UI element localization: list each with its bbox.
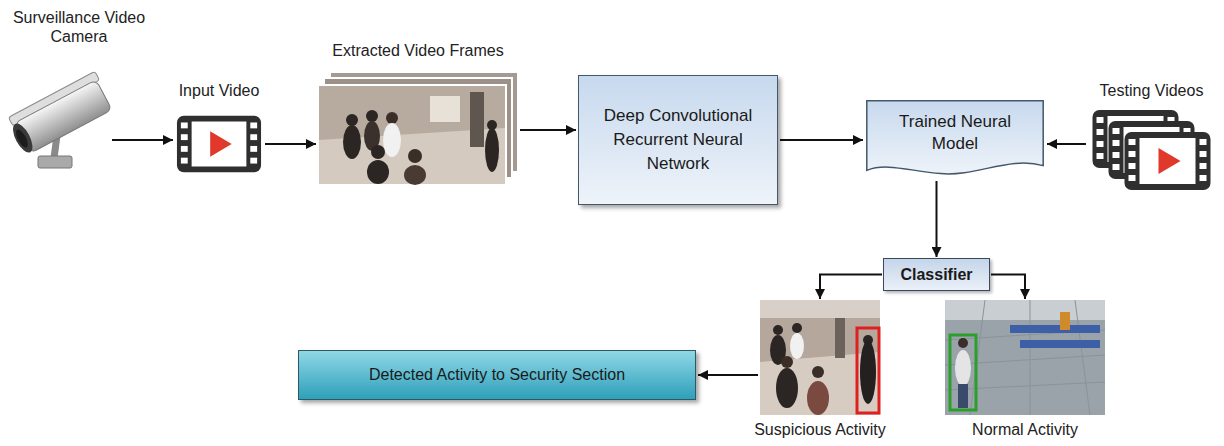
suspicious-scene-picture <box>860 340 876 404</box>
frames-picture <box>367 160 389 184</box>
camera-picture <box>9 121 36 156</box>
suspicious-scene-picture <box>812 366 824 378</box>
suspicious-scene-picture <box>781 356 793 368</box>
frames-picture <box>386 112 398 124</box>
testing-videos-picture <box>1125 132 1211 190</box>
process-box: Deep Convolutional Recurrent Neural Netw… <box>578 75 778 205</box>
node-label: Surveillance Video Camera <box>4 8 154 46</box>
normal-scene-picture <box>945 300 1105 415</box>
normal-scene-picture <box>945 300 1105 320</box>
flow-arrow <box>698 374 758 376</box>
video-stack-node: Testing Videos <box>1088 108 1215 192</box>
suspicious-scene-picture <box>776 368 798 408</box>
frames-picture <box>366 110 378 122</box>
frames-picture <box>371 145 385 159</box>
flow-arrow <box>936 181 938 257</box>
camera-picture <box>5 71 115 168</box>
classifier-box: Classifier <box>883 258 990 291</box>
video-icon-picture <box>177 116 261 173</box>
frames-picture <box>346 114 358 126</box>
frames-picture <box>404 165 426 185</box>
suspicious-scene-picture <box>792 323 802 333</box>
suspicious-scene-picture <box>807 381 829 415</box>
testing-videos-picture <box>1093 110 1211 190</box>
flow-arrow <box>112 139 173 141</box>
normal-scene-picture <box>955 350 971 386</box>
normal-scene-picture <box>1020 340 1100 348</box>
frames-picture <box>430 96 460 122</box>
node-label: Suspicious Activity <box>754 420 886 439</box>
suspicious-scene-picture <box>790 333 804 359</box>
node-label: Extracted Video Frames <box>332 41 503 60</box>
frames-picture <box>318 72 518 185</box>
normal-image-node: Normal Activity <box>945 300 1105 415</box>
suspicious-scene-picture <box>835 318 845 358</box>
frames-picture <box>408 149 422 163</box>
node-label: Classifier <box>900 266 972 284</box>
flow-arrow <box>520 129 576 131</box>
video-icon-node: Input Video <box>175 110 263 178</box>
flow-arrow <box>991 275 1025 300</box>
flow-arrow <box>265 143 316 145</box>
output-box: Detected Activity to Security Section <box>298 350 696 400</box>
camera-picture <box>5 71 115 156</box>
suspicious-scene-picture <box>760 300 880 318</box>
normal-scene-picture <box>945 300 1105 415</box>
node-label: Testing Videos <box>1100 81 1204 100</box>
node-label: Deep Convolutional Recurrent Neural Netw… <box>594 104 762 175</box>
camera-picture <box>38 156 72 168</box>
node-label: Normal Activity <box>972 420 1078 439</box>
node-label: Detected Activity to Security Section <box>369 366 625 384</box>
frames-node: Extracted Video Frames <box>318 72 518 185</box>
suspicious-scene-picture <box>760 300 880 415</box>
flow-arrow <box>1047 143 1086 145</box>
flow-arrow <box>780 139 863 141</box>
camera-picture <box>14 128 30 149</box>
document-outline <box>867 101 1043 174</box>
frames-picture <box>318 85 506 185</box>
normal-scene-picture <box>958 338 968 348</box>
flow-arrow <box>820 275 882 300</box>
suspicious-scene-picture <box>773 325 783 335</box>
node-label: Trained Neural Model <box>885 111 1025 155</box>
suspicious-scene-picture <box>760 300 880 415</box>
normal-scene-picture <box>1010 325 1100 333</box>
camera-node: Surveillance Video Camera <box>10 82 110 170</box>
frames-picture <box>343 125 361 159</box>
normal-scene-picture <box>958 384 968 408</box>
normal-scene-picture <box>1060 312 1070 330</box>
document-shape: Trained Neural Model <box>865 100 1045 180</box>
frames-picture <box>485 128 499 172</box>
suspicious-image-node: Suspicious Activity <box>760 300 880 415</box>
video-icon-picture <box>177 116 261 173</box>
frames-picture <box>470 92 484 147</box>
frames-picture <box>383 123 401 157</box>
node-label: Input Video <box>179 81 260 100</box>
normal-scene-picture <box>945 300 1105 415</box>
normal-scene-picture <box>950 335 976 410</box>
suspicious-scene-picture <box>857 328 879 413</box>
